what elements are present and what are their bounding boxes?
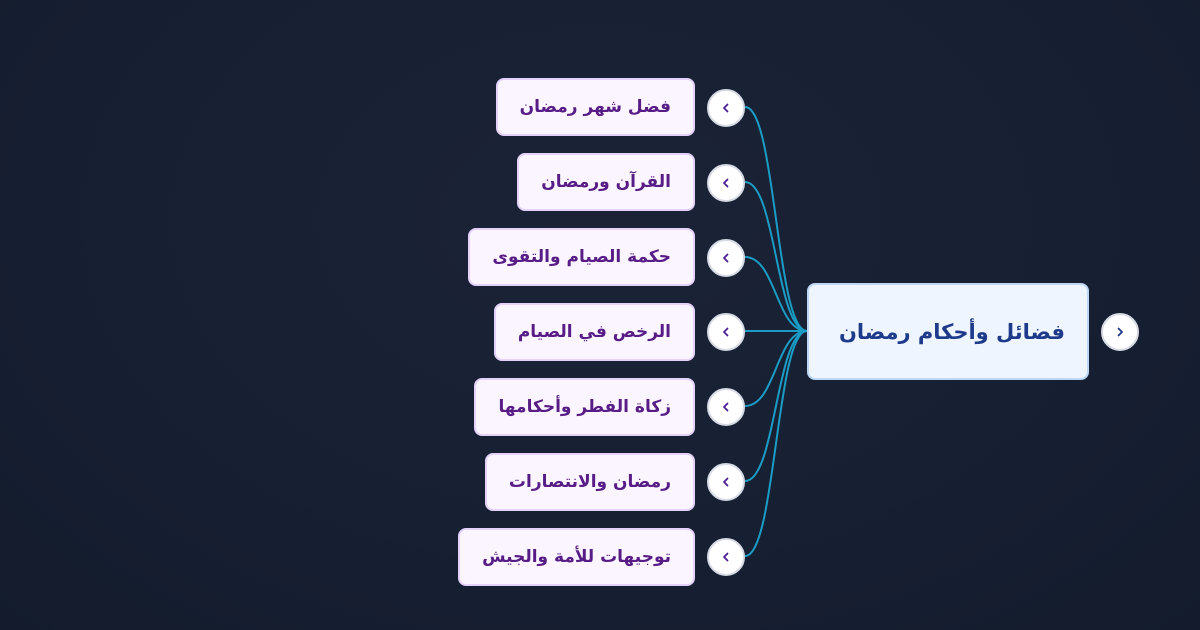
root-node[interactable]: فضائل وأحكام رمضان — [807, 283, 1089, 380]
child-toggle-1[interactable] — [707, 89, 745, 127]
child-toggle-7[interactable] — [707, 538, 745, 576]
connector-line-5 — [744, 330, 808, 407]
child-node-5[interactable]: زكاة الفطر وأحكامها — [474, 378, 695, 436]
child-node-label: رمضان والانتصارات — [508, 472, 671, 492]
connector-line-1 — [744, 106, 808, 332]
child-node-4[interactable]: الرخص في الصيام — [493, 303, 695, 361]
child-toggle-3[interactable] — [707, 239, 745, 277]
connector-line-6 — [744, 330, 808, 482]
connector-line-3 — [744, 256, 808, 332]
root-expand-toggle[interactable] — [1101, 313, 1139, 351]
child-node-1[interactable]: فضل شهر رمضان — [495, 78, 695, 136]
child-toggle-2[interactable] — [707, 164, 745, 202]
child-node-label: القرآن ورمضان — [541, 172, 671, 192]
chevron-right-icon — [1117, 327, 1123, 337]
child-node-3[interactable]: حكمة الصيام والتقوى — [468, 228, 695, 286]
child-node-7[interactable]: توجيهات للأمة والجيش — [458, 528, 695, 586]
child-node-6[interactable]: رمضان والانتصارات — [484, 453, 695, 511]
child-node-label: زكاة الفطر وأحكامها — [498, 397, 671, 417]
child-node-label: الرخص في الصيام — [517, 322, 671, 342]
chevron-left-icon — [723, 253, 729, 263]
connector-line-2 — [744, 181, 808, 332]
chevron-left-icon — [723, 327, 729, 337]
root-node-label: فضائل وأحكام رمضان — [838, 319, 1065, 344]
chevron-left-icon — [723, 402, 729, 412]
child-toggle-5[interactable] — [707, 388, 745, 426]
chevron-left-icon — [723, 552, 729, 562]
chevron-left-icon — [723, 477, 729, 487]
child-node-2[interactable]: القرآن ورمضان — [517, 153, 695, 211]
child-toggle-6[interactable] — [707, 463, 745, 501]
chevron-left-icon — [723, 103, 729, 113]
chevron-left-icon — [723, 178, 729, 188]
connector-line-7 — [744, 330, 808, 557]
child-node-label: فضل شهر رمضان — [519, 97, 671, 117]
child-toggle-4[interactable] — [707, 313, 745, 351]
child-node-label: توجيهات للأمة والجيش — [482, 547, 671, 567]
child-node-label: حكمة الصيام والتقوى — [492, 247, 671, 267]
